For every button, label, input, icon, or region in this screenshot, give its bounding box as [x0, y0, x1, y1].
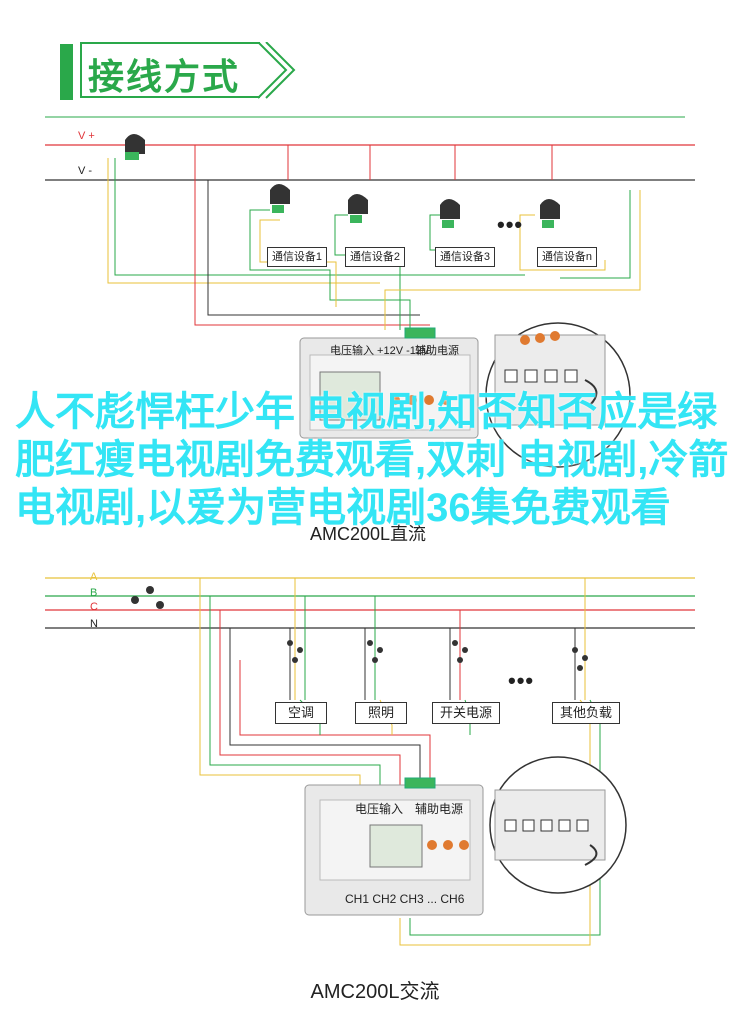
diagram-caption: AMC200L交流 [310, 981, 440, 1003]
device-bottom-aux-label: 辅助电源 [415, 802, 464, 816]
comm-device-1: 通信设备1 [267, 247, 327, 267]
title-frame [80, 42, 260, 98]
label-n: N [90, 618, 98, 630]
comm-device-2: 通信设备2 [345, 247, 405, 267]
label-v-minus: V - [78, 165, 93, 177]
label-b: B [90, 587, 98, 599]
load-air-conditioner: 空调 [275, 702, 327, 724]
load-other: 其他负载 [552, 702, 620, 724]
device-top-power-label: 电压输入 +12V -12V [330, 345, 430, 357]
device-top-aux-label: 辅助电源 [415, 345, 459, 357]
label-c: C [90, 601, 98, 613]
load-switching-power: 开关电源 [432, 702, 500, 724]
title-accent-bar [60, 44, 73, 100]
load-lighting: 照明 [355, 702, 407, 724]
device-top-model: AMC200L直流 [310, 524, 427, 544]
device-bottom-channels: CH1 CH2 CH3 ... CH6 [345, 892, 465, 906]
title-text: 接线方式 [88, 56, 241, 97]
current-sensor-main [125, 134, 145, 160]
device-bottom-power-label: 电压输入 [355, 802, 404, 816]
label-a: A [90, 571, 98, 583]
ellipsis-top: ••• [497, 212, 524, 237]
comm-device-3: 通信设备3 [435, 247, 495, 267]
meter-device-bottom [304, 777, 484, 916]
comm-device-n: 通信设备n [537, 247, 597, 267]
zoom-detail-top [485, 322, 631, 468]
label-v-plus: V + [78, 130, 95, 142]
title-chevron-icon [257, 42, 296, 99]
ellipsis-bottom: ••• [508, 668, 535, 693]
zoom-detail-bottom [489, 756, 627, 894]
meter-device-top [299, 327, 479, 439]
